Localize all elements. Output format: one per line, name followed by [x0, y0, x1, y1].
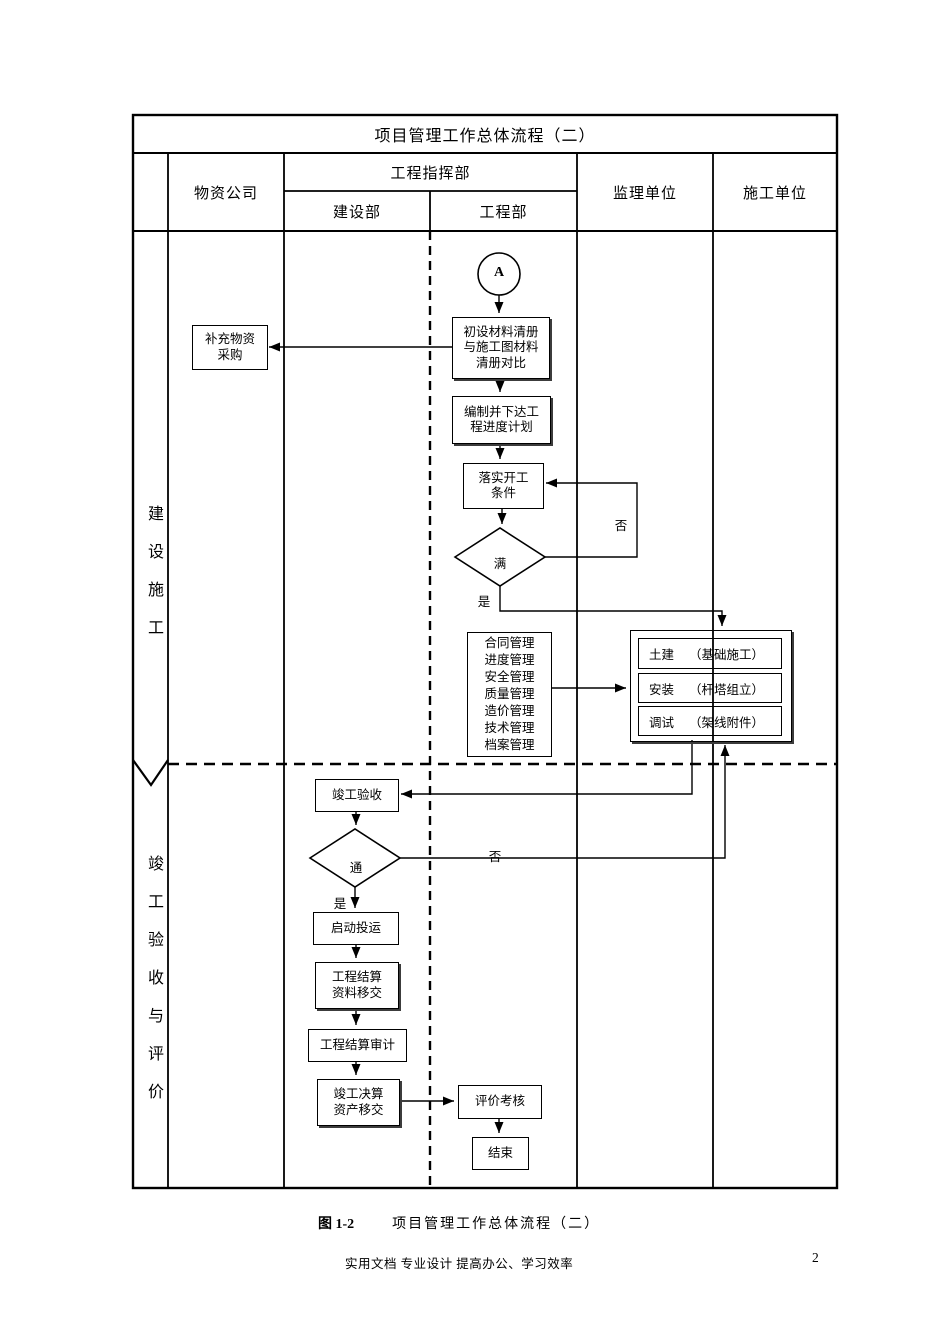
- column-header-construction-dept: 建设部: [332, 204, 381, 221]
- figure-caption-text: 项目管理工作总体流程（二）: [392, 1217, 601, 1232]
- works-group-container: [630, 630, 792, 742]
- path-works-to-acceptance: [401, 740, 693, 799]
- node-progress-plan: 编制并下达工 程进度计划: [452, 396, 551, 444]
- civil-works-detail: （基础施工）: [689, 648, 765, 662]
- column-header-engineering-dept: 工程部: [479, 204, 528, 221]
- connectors: [269, 295, 730, 1133]
- node-supplement-procurement: 补充物资 采购: [192, 325, 268, 370]
- edge-label-no-2: 否: [488, 850, 502, 864]
- node-evaluation-assessment: 评价考核: [458, 1085, 542, 1119]
- debug-works-name: 调试: [649, 715, 675, 730]
- edge-label-yes-2: 是: [333, 897, 347, 911]
- swimlane-grid: [131, 113, 839, 1190]
- node-settlement-audit: 工程结算审计: [308, 1029, 407, 1062]
- start-circle: [477, 252, 521, 296]
- figure-caption: 图 1-2 项目管理工作总体流程（二）: [318, 1213, 600, 1233]
- decision-diamond-pass: [308, 828, 402, 888]
- decision-diamond-conditions: [453, 527, 547, 587]
- column-header-supervision: 监理单位: [612, 185, 677, 202]
- phase-label-construction: 建设施工: [145, 505, 162, 657]
- path-no-to-works: [400, 745, 730, 859]
- table-title: 项目管理工作总体流程（二）: [374, 128, 596, 145]
- loop-no-to-conditions: [545, 478, 638, 558]
- start-node-label: A: [493, 265, 505, 280]
- decision-conditions-label: 满: [493, 557, 507, 571]
- phase-label-acceptance-eval: 竣工验收与评价: [145, 855, 162, 1121]
- node-start-conditions: 落实开工 条件: [463, 463, 544, 509]
- node-management-list: 合同管理 进度管理 安全管理 质量管理 造价管理 技术管理 档案管理: [467, 632, 552, 757]
- column-header-materials: 物资公司: [193, 185, 258, 202]
- installation-works-name: 安装: [649, 682, 675, 697]
- node-debug-works: 调试 （架线附件）: [638, 706, 782, 736]
- column-header-contractor: 施工单位: [742, 185, 807, 202]
- table-outer-border: [131, 113, 839, 1190]
- page-number: 2: [812, 1250, 819, 1265]
- edge-label-no-1: 否: [614, 519, 628, 533]
- debug-works-detail: （架线附件）: [689, 715, 765, 730]
- node-completion-acceptance: 竣工验收: [315, 779, 399, 812]
- civil-works-name: 土建: [649, 648, 675, 662]
- node-installation-works: 安装 （杆塔组立）: [638, 673, 782, 703]
- node-end: 结束: [472, 1137, 529, 1170]
- footer-text: 实用文档 专业设计 提高办公、学习效率: [345, 1257, 574, 1271]
- edge-label-yes-1: 是: [477, 595, 491, 609]
- decision-pass-label: 通: [349, 861, 363, 875]
- node-compare-material-lists: 初设材料清册 与施工图材料 清册对比: [452, 317, 550, 379]
- path-yes-to-contractor: [499, 586, 727, 626]
- node-settlement-handover: 工程结算 资料移交: [315, 962, 399, 1009]
- column-header-command: 工程指挥部: [390, 165, 471, 182]
- installation-works-detail: （杆塔组立）: [689, 682, 765, 697]
- phase-chevron: [132, 759, 169, 787]
- node-civil-works: 土建 （基础施工）: [638, 638, 782, 669]
- node-shapes: [308, 252, 547, 888]
- node-startup-operation: 启动投运: [313, 912, 399, 945]
- figure-caption-number: 图 1-2: [318, 1217, 355, 1232]
- node-final-accounts-transfer: 竣工决算 资产移交: [317, 1079, 400, 1126]
